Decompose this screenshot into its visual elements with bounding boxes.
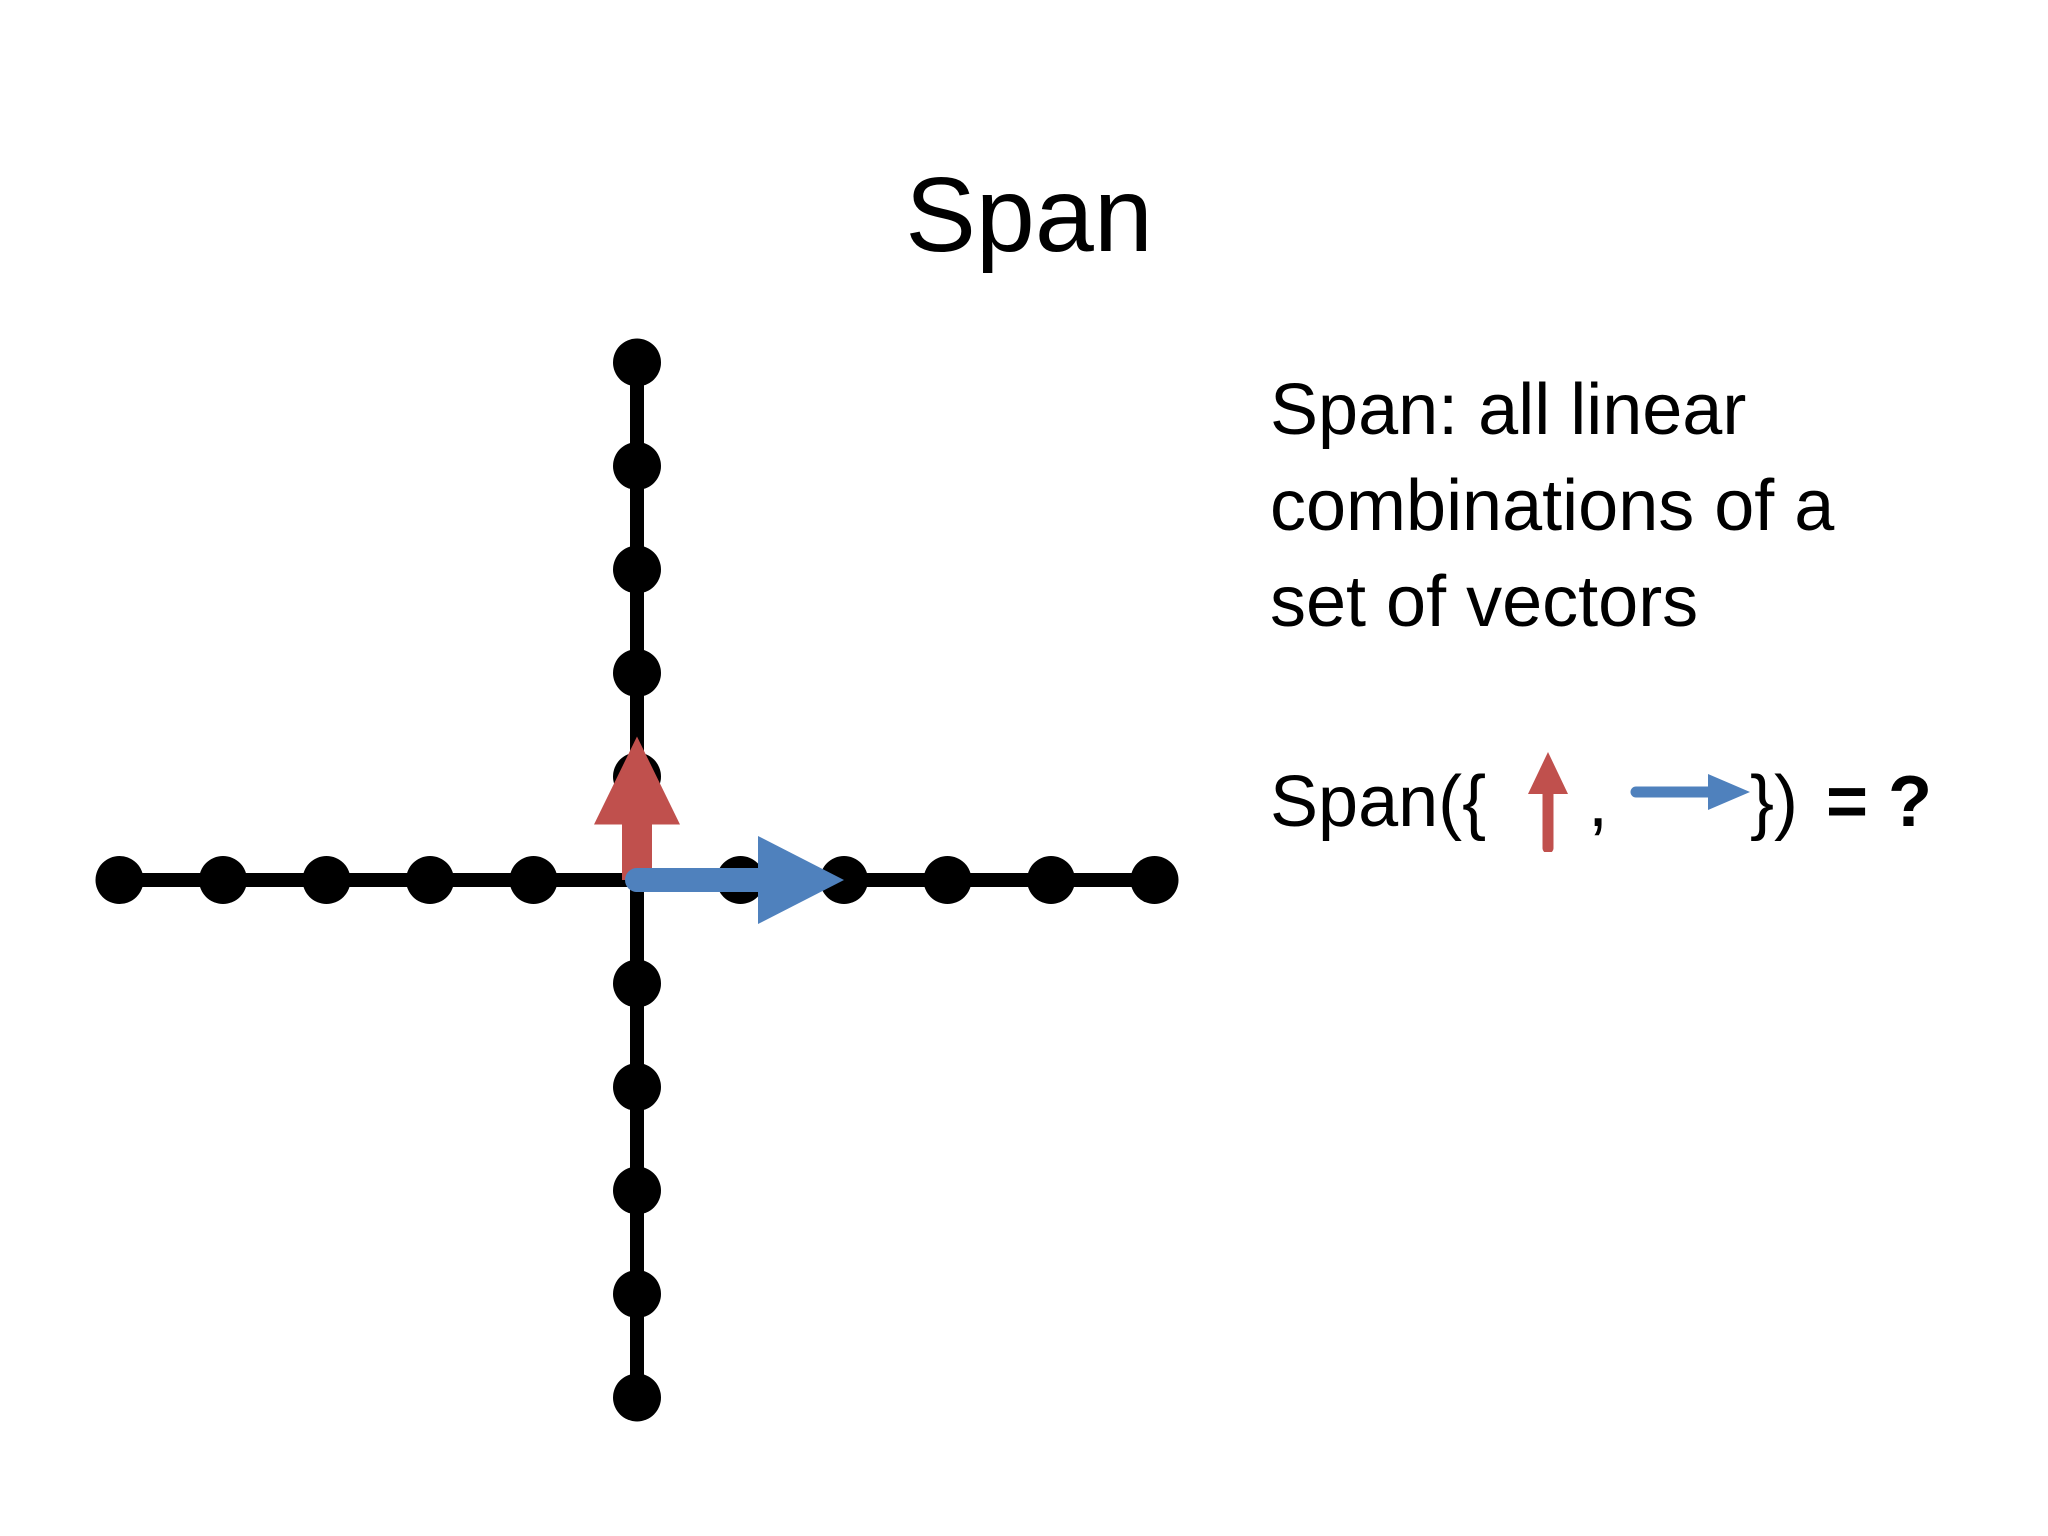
lattice-point-x4 xyxy=(1027,856,1075,904)
definition-line-2: combinations of a xyxy=(1270,466,1835,546)
lattice-point-x-5 xyxy=(95,856,144,904)
question-equals: = ? xyxy=(1826,762,1933,842)
page-title: Span xyxy=(905,156,1153,274)
span-definition: Span: all linear combinations of a set o… xyxy=(1270,362,1990,650)
lattice-point-y5 xyxy=(613,338,661,387)
lattice-point-x-3 xyxy=(302,856,351,904)
definition-line-1: Span: all linear xyxy=(1270,370,1747,450)
vectors xyxy=(594,736,844,924)
right-vector-head xyxy=(758,836,844,924)
lattice-point-y-3 xyxy=(613,1166,661,1215)
up-vector-head xyxy=(594,736,680,825)
question-open: Span({ xyxy=(1270,762,1487,842)
lattice-point-y-4 xyxy=(613,1270,661,1318)
up-arrow-icon xyxy=(1528,752,1568,854)
lattice-point-y-1 xyxy=(613,959,661,1008)
question-close: }) xyxy=(1750,762,1799,842)
lattice-point-y3 xyxy=(613,545,661,594)
lattice-point-x5 xyxy=(1130,856,1179,904)
lattice-point-x3 xyxy=(923,856,972,904)
question-comma: , xyxy=(1588,762,1609,842)
lattice-point-y-5 xyxy=(613,1373,661,1422)
span-question: Span({ , }) = ? xyxy=(1270,752,2030,854)
lattice-point-x-4 xyxy=(199,856,247,904)
lattice-point-x-1 xyxy=(509,856,558,904)
definition-line-3: set of vectors xyxy=(1270,562,1699,642)
right-arrow-icon xyxy=(1630,752,1750,852)
lattice-point-y2 xyxy=(613,649,661,697)
lattice-point-y-2 xyxy=(613,1063,661,1111)
lattice-point-x-2 xyxy=(406,856,454,904)
lattice-point-y4 xyxy=(613,442,661,490)
